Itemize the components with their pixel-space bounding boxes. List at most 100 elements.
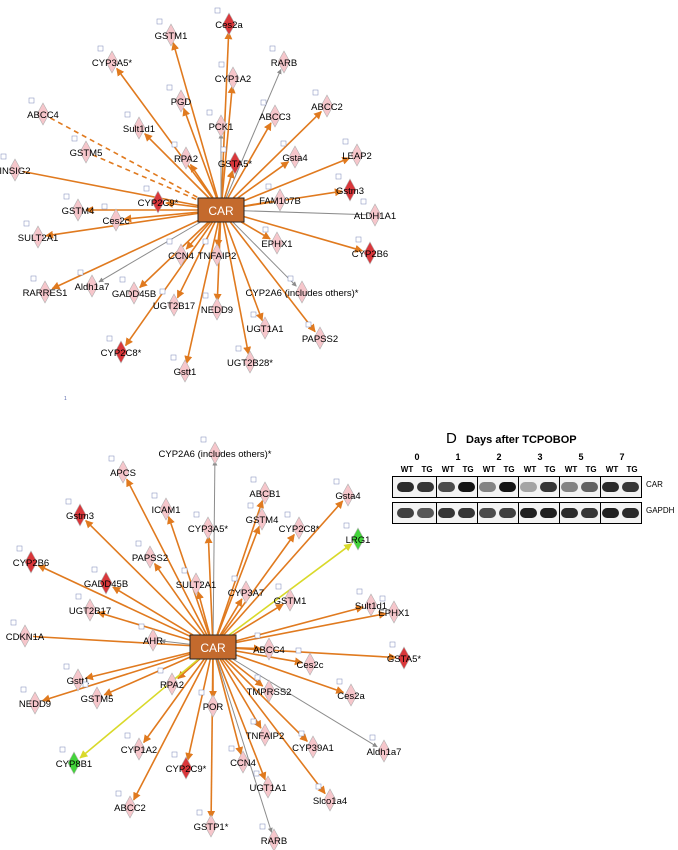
bottom-node-badge-ahr xyxy=(138,623,145,630)
bottom-node-abcb1-icon xyxy=(258,481,272,505)
bottom-node-gstp1-icon xyxy=(204,814,218,838)
top-node-badge-tnfaip2 xyxy=(202,238,209,245)
top-node-cyp2c9-icon xyxy=(151,190,165,214)
blot-car-band-5-tg xyxy=(581,482,598,492)
bottom-node-badge-cyp2a6-includes-others xyxy=(200,436,207,443)
day-label-3: 3 xyxy=(537,452,543,462)
lane-separator xyxy=(600,477,601,497)
stray-mark: 1 xyxy=(64,396,67,402)
top-node-badge-gadd45b xyxy=(119,276,126,283)
top-node-label-cyp2c9: CYP2C9* xyxy=(138,198,179,209)
top-node-badge-sult2a1 xyxy=(23,220,30,227)
top-edge-cyp2c8 xyxy=(124,209,222,347)
top-node-badge-gsta5 xyxy=(220,146,227,153)
day-label-0: 0 xyxy=(414,452,420,462)
bottom-node-badge-abcb1 xyxy=(250,476,257,483)
top-node-label-gstm5: GSTM5 xyxy=(70,148,103,159)
top-node-badge-pck1 xyxy=(206,109,213,116)
top-edge-abcc3 xyxy=(220,122,272,211)
top-node-cyp2a6-includes-others-icon xyxy=(295,280,309,304)
top-node-badge-cyp3a5 xyxy=(97,45,104,52)
top-node-abcc4-icon xyxy=(36,102,50,126)
top-edge-insig2 xyxy=(22,170,222,211)
top-edges xyxy=(22,31,368,364)
top-edge-gstt1 xyxy=(184,209,222,364)
bottom-node-cyp2c9-icon xyxy=(179,756,193,780)
bottom-node-ahr-icon xyxy=(146,628,160,652)
bottom-node-label-slco1a4: Slco1a4 xyxy=(313,796,347,807)
top-edge-abcc2 xyxy=(220,111,322,211)
bottom-node-label-ces2c: Ces2c xyxy=(297,660,324,671)
bottom-node-badge-tmprss2 xyxy=(254,674,261,681)
genotype-label-3-tg: TG xyxy=(544,465,556,474)
top-node-abcc3-icon xyxy=(268,104,282,128)
top-node-cyp3a5-icon xyxy=(105,50,119,74)
bottom-node-label-gsta4: Gsta4 xyxy=(335,491,360,502)
day-label-2: 2 xyxy=(496,452,502,462)
bottom-edge-aldh1a7 xyxy=(212,646,378,748)
top-node-badge-cyp2b6 xyxy=(355,236,362,243)
blot-gapdh-band-3-tg xyxy=(540,508,557,518)
gapdh-blot-label: GAPDH xyxy=(646,506,675,515)
bottom-node-label-sult2a1: SULT2A1 xyxy=(176,580,216,591)
bottom-node-ccn4-icon xyxy=(236,750,250,774)
top-node-abcc2-icon xyxy=(320,94,334,118)
bottom-node-badge-ces2c xyxy=(295,647,302,654)
bottom-hub-box xyxy=(189,634,237,660)
lane-separator xyxy=(559,503,560,523)
top-node-label-sult1d1: Sult1d1 xyxy=(123,124,155,135)
top-node-label-ephx1: EPHX1 xyxy=(261,239,292,250)
lane-separator xyxy=(477,503,478,523)
bottom-node-abcc4-icon xyxy=(262,637,276,661)
bottom-node-slco1a4-icon xyxy=(323,788,337,812)
top-node-label-ugt1a1: UGT1A1 xyxy=(247,324,284,335)
genotype-label-7-tg: TG xyxy=(626,465,638,474)
top-node-gstt1-icon xyxy=(178,359,192,383)
top-node-label-ccn4: CCN4 xyxy=(168,251,194,262)
blot-gapdh-band-1-tg xyxy=(458,508,475,518)
top-edge-rarres1 xyxy=(51,209,222,290)
blot-gapdh-band-1-wt xyxy=(438,508,455,518)
bottom-node-badge-cyp2c8 xyxy=(284,511,291,518)
bottom-node-badge-cyp2b6 xyxy=(16,545,23,552)
top-node-label-gadd45b: GADD45B xyxy=(112,289,156,300)
bottom-node-badge-ugt1a1 xyxy=(253,770,260,777)
bottom-edge-gsta5 xyxy=(212,646,397,662)
top-node-gstm4-icon xyxy=(71,198,85,222)
top-node-fam107b-icon xyxy=(273,188,287,212)
top-node-ugt1a1-icon xyxy=(258,316,272,340)
top-node-badge-insig2 xyxy=(0,153,7,160)
bottom-node-badge-cyp39a1 xyxy=(298,730,305,737)
day-label-1: 1 xyxy=(455,452,461,462)
bottom-node-label-apcs: APCS xyxy=(110,468,136,479)
top-node-label-sult2a1: SULT2A1 xyxy=(18,233,58,244)
bottom-edge-cyp2b6 xyxy=(37,564,214,648)
top-node-label-ces2a: Ces2a xyxy=(215,20,243,31)
bottom-node-label-gadd45b: GADD45B xyxy=(84,579,128,590)
bottom-node-label-ugt1a1: UGT1A1 xyxy=(250,783,287,794)
genotype-label-2-tg: TG xyxy=(503,465,515,474)
bottom-node-label-rpa2: RPA2 xyxy=(160,680,184,691)
genotype-label-1-tg: TG xyxy=(462,465,474,474)
bottom-node-badge-rarb xyxy=(259,823,266,830)
top-node-cyp2b6-icon xyxy=(363,241,377,265)
top-node-leap2-icon xyxy=(350,143,364,167)
bottom-node-label-aldh1a7: Aldh1a7 xyxy=(367,747,402,758)
bottom-node-badge-cdkn1a xyxy=(10,619,17,626)
bottom-node-gstt1-icon xyxy=(71,668,85,692)
lane-separator xyxy=(477,477,478,497)
top-node-aldh1a1-icon xyxy=(368,203,382,227)
lane-separator xyxy=(518,477,519,497)
bottom-node-badge-ephx1 xyxy=(379,595,386,602)
bottom-node-label-cyp1a2: CYP1A2 xyxy=(121,745,157,756)
day-label-5: 5 xyxy=(578,452,584,462)
panel-letter: D xyxy=(446,430,457,447)
top-node-badge-fam107b xyxy=(265,183,272,190)
bottom-node-badge-lrg1 xyxy=(343,522,350,529)
bottom-node-badge-sult2a1 xyxy=(181,567,188,574)
bottom-edge-apcs xyxy=(125,478,214,648)
bottom-node-cdkn1a-icon xyxy=(18,624,32,648)
top-node-label-aldh1a1: ALDH1A1 xyxy=(354,211,396,222)
bottom-node-label-cyp3a5: CYP3A5* xyxy=(188,524,228,535)
